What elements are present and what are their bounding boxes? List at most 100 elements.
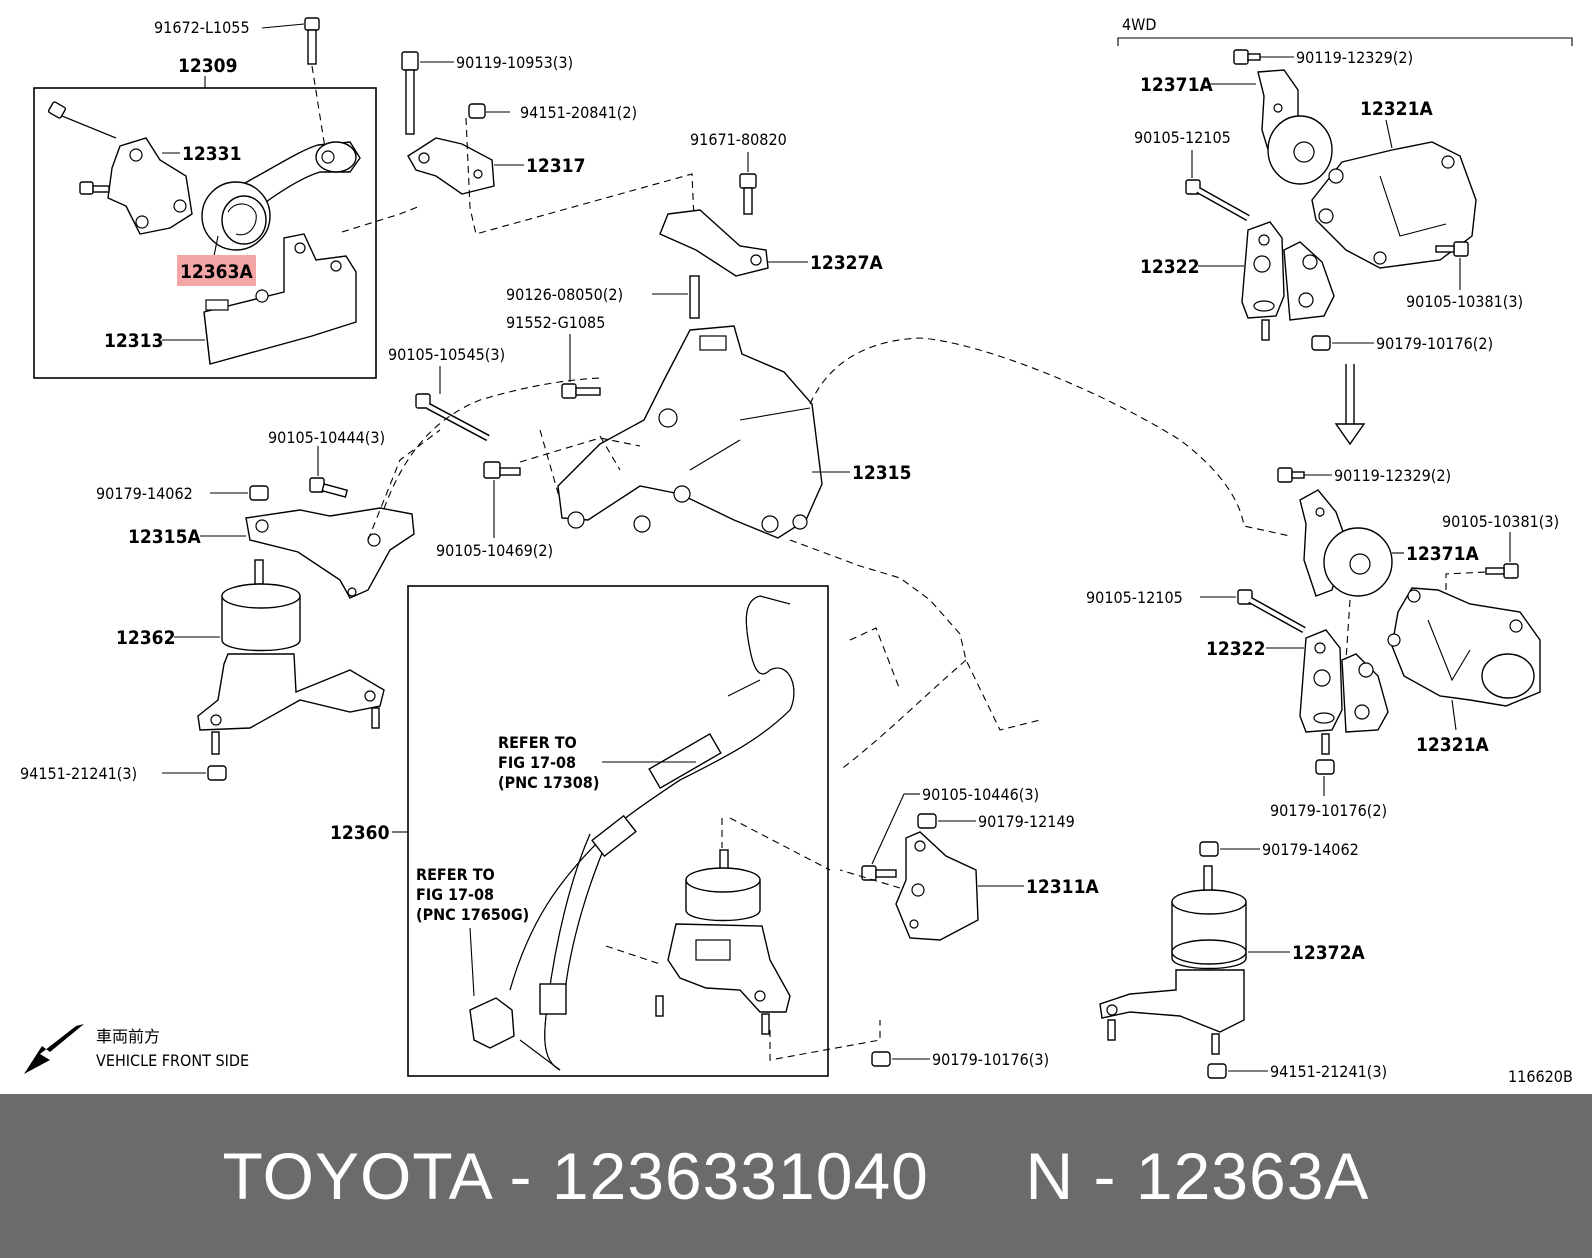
nut-90179-14062-left xyxy=(249,485,269,501)
bolt-90105-10545 xyxy=(415,393,490,442)
engine-mount-12362 xyxy=(197,559,385,755)
transition-arrow xyxy=(1334,364,1366,446)
bracket-12311A xyxy=(895,831,979,941)
label-12313: 12313 xyxy=(104,330,163,352)
label-90105-12105-top: 90105-12105 xyxy=(1134,128,1231,147)
nut-90179-14062-right xyxy=(1199,841,1219,857)
bracket-12315A xyxy=(245,507,415,599)
bracket-12321A-top xyxy=(1311,141,1477,269)
label-12321A-mid: 12321A xyxy=(1416,734,1489,756)
bolt-91672 xyxy=(304,17,326,149)
label-90105-10469: 90105-10469(2) xyxy=(436,541,553,560)
bushing-12363A xyxy=(201,181,271,257)
bolt-90119-10953 xyxy=(401,51,419,135)
bracket-12322-mid xyxy=(1299,629,1389,755)
label-12371A-mid: 12371A xyxy=(1406,543,1479,565)
bolt-90105-12105-top xyxy=(1185,179,1250,222)
bolt-short-left xyxy=(79,181,110,195)
label-12322-mid: 12322 xyxy=(1206,638,1265,660)
figure-id: 116620B xyxy=(1508,1067,1573,1086)
label-94151-21241-right: 94151-21241(3) xyxy=(1270,1062,1387,1081)
label-90105-12105-mid: 90105-12105 xyxy=(1086,588,1183,607)
vehicle-front-arrow xyxy=(24,1024,84,1074)
nut-90179-12149 xyxy=(917,813,937,829)
bolt-90119-12329-mid xyxy=(1277,467,1305,483)
label-12331: 12331 xyxy=(182,143,241,165)
label-90179-14062-right: 90179-14062 xyxy=(1262,840,1359,859)
label-90105-10545: 90105-10545(3) xyxy=(388,345,505,364)
ref-note-1-line2: FIG 17-08 xyxy=(498,753,576,772)
ref-note-2-line3: (PNC 17650G) xyxy=(416,905,529,924)
stud-90126-08050 xyxy=(689,275,700,319)
bracket-12371A-mid xyxy=(1299,489,1393,597)
label-90179-10176-bottom: 90179-10176(3) xyxy=(932,1050,1049,1069)
label-90179-10176-mid: 90179-10176(2) xyxy=(1270,801,1387,820)
label-12363A: 12363A xyxy=(180,261,253,283)
bracket-12322-top xyxy=(1241,221,1335,341)
label-94151-21241-left: 94151-21241(3) xyxy=(20,764,137,783)
label-90179-10176-top: 90179-10176(2) xyxy=(1376,334,1493,353)
label-12317: 12317 xyxy=(526,155,585,177)
nut-94151-21241-left xyxy=(207,765,227,781)
label-90179-14062-left: 90179-14062 xyxy=(96,484,193,503)
label-12372A: 12372A xyxy=(1292,942,1365,964)
label-12315: 12315 xyxy=(852,462,911,484)
ref-note-1-line1: REFER TO xyxy=(498,733,577,752)
label-12315A: 12315A xyxy=(128,526,201,548)
label-12360: 12360 xyxy=(330,822,390,844)
label-4wd: 4WD xyxy=(1122,15,1156,34)
bracket-12317 xyxy=(407,137,495,195)
nut-90179-10176-mid xyxy=(1315,759,1335,775)
label-90105-10381-mid: 90105-10381(3) xyxy=(1442,512,1559,531)
label-12322-top: 12322 xyxy=(1140,256,1199,278)
engine-mount-12372A xyxy=(1099,865,1247,1055)
torque-rod-arm xyxy=(230,141,361,211)
engine-mount-bracket-12315 xyxy=(557,325,823,539)
bracket-12327A xyxy=(659,209,769,277)
label-12362: 12362 xyxy=(116,627,175,649)
label-90119-12329-top: 90119-12329(2) xyxy=(1296,48,1413,67)
bracket-12313 xyxy=(203,233,357,365)
label-front-jp: 車両前方 xyxy=(96,1027,160,1046)
label-94151-20841: 94151-20841(2) xyxy=(520,103,637,122)
bolt-long-left xyxy=(47,101,117,139)
ref-note-2-line2: FIG 17-08 xyxy=(416,885,494,904)
label-12311A: 12311A xyxy=(1026,876,1099,898)
label-90119-10953: 90119-10953(3) xyxy=(456,53,573,72)
label-91672-L1055: 91672-L1055 xyxy=(154,18,250,37)
ref-note-2-line1: REFER TO xyxy=(416,865,495,884)
group-box-12309 xyxy=(33,87,377,379)
label-90105-10381-top: 90105-10381(3) xyxy=(1406,292,1523,311)
bolt-91671-80820 xyxy=(739,173,757,215)
label-90105-10444: 90105-10444(3) xyxy=(268,428,385,447)
bolt-90105-12105-mid xyxy=(1237,589,1306,634)
label-12309: 12309 xyxy=(178,55,237,77)
bolt-90105-10469 xyxy=(483,461,521,479)
label-12371A-top: 12371A xyxy=(1140,74,1213,96)
hydraulic-engine-mount xyxy=(655,849,791,1035)
ref-note-1-line3: (PNC 17308) xyxy=(498,773,599,792)
parts-diagram: 12309 91672-L1055 12363A 12331 xyxy=(20,15,1573,1086)
group-box-12360 xyxy=(407,585,829,1077)
bolt-90105-10381-mid xyxy=(1485,563,1519,579)
bolt-90105-10444 xyxy=(309,477,349,498)
highlight-12363A xyxy=(177,255,256,286)
label-90119-12329-mid: 90119-12329(2) xyxy=(1334,466,1451,485)
bracket-12331 xyxy=(107,137,193,235)
label-front-en: VEHICLE FRONT SIDE xyxy=(96,1051,249,1070)
vacuum-hoses xyxy=(469,595,795,1071)
nut-94151-21241-right xyxy=(1207,1063,1227,1079)
bolt-90119-12329-top xyxy=(1233,49,1261,65)
bolt-90105-10381-top xyxy=(1435,241,1469,257)
4wd-bracket-line xyxy=(1117,37,1573,46)
bracket-12321A-mid xyxy=(1387,587,1541,707)
nut-90179-10176-bottom xyxy=(871,1051,891,1067)
label-90105-10446: 90105-10446(3) xyxy=(922,785,1039,804)
part-caption-bar: TOYOTA - 1236331040 N - 12363A xyxy=(0,1094,1592,1258)
label-91671-80820: 91671-80820 xyxy=(690,130,787,149)
part-caption: TOYOTA - 1236331040 N - 12363A xyxy=(222,1139,1370,1213)
bracket-12371A-top xyxy=(1257,69,1333,185)
label-12321A-top: 12321A xyxy=(1360,98,1433,120)
label-90179-12149: 90179-12149 xyxy=(978,812,1075,831)
nut-94151-20841 xyxy=(468,103,486,119)
